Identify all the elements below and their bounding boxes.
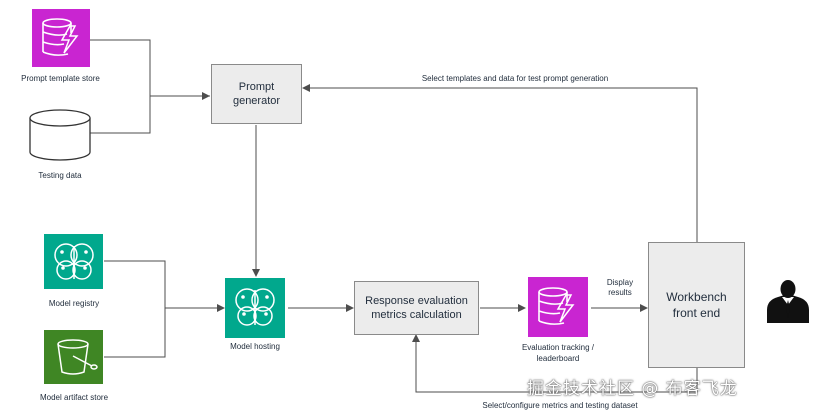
- database-icon: [29, 109, 91, 161]
- prompt-template-store-label: Prompt template store: [21, 74, 100, 83]
- edge-registry-to-hosting: [104, 260, 225, 312]
- edge-artifact-to-hosting: [104, 308, 166, 358]
- edge-workbench-to-evaluation: [412, 334, 698, 393]
- display-results-label: Display results: [606, 278, 634, 297]
- edge-workbench-to-generator: [302, 84, 698, 242]
- model-hosting-label: Model hosting: [230, 342, 280, 351]
- sagemaker-registry-icon: [44, 234, 103, 289]
- watermark-text: 掘金技术社区 @ 布客飞龙: [527, 379, 738, 399]
- workbench-box: Workbench front end: [648, 242, 745, 368]
- model-registry-label: Model registry: [48, 299, 100, 308]
- select-templates-label: Select templates and data for test promp…: [421, 74, 609, 83]
- evaluation-tracking-label: Evaluation tracking / leaderboard: [521, 343, 595, 363]
- testing-data-label: Testing data: [38, 171, 82, 180]
- dynamodb-icon: [32, 9, 90, 67]
- s3-bucket-icon: [44, 330, 103, 384]
- prompt-generator-box: Prompt generator: [211, 64, 302, 124]
- response-evaluation-box: Response evaluation metrics calculation: [354, 281, 479, 335]
- edge-testing-data-to-generator: [90, 96, 151, 134]
- select-configure-label: Select/configure metrics and testing dat…: [482, 401, 638, 410]
- edge-template-store-to-generator: [90, 39, 210, 97]
- user-icon: [767, 280, 809, 323]
- model-artifact-store-label: Model artifact store: [39, 393, 109, 402]
- dynamodb-tracking-icon: [528, 277, 588, 337]
- sagemaker-hosting-icon: [225, 278, 285, 338]
